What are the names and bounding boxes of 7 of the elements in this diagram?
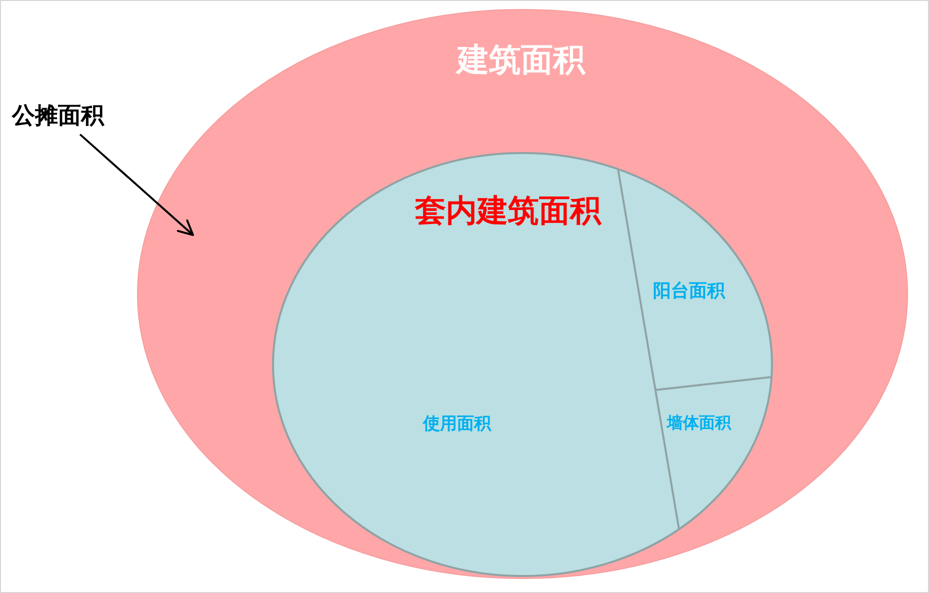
leader-arrow [79,134,194,236]
area-label: 套内建筑面积 [415,194,601,230]
area-label: 公摊面积 [12,103,104,130]
area-label: 使用面积 [423,415,491,435]
area-label: 建筑面积 [457,42,585,78]
area-label: 墙体面积 [667,414,731,432]
area-label: 阳台面积 [653,282,725,302]
